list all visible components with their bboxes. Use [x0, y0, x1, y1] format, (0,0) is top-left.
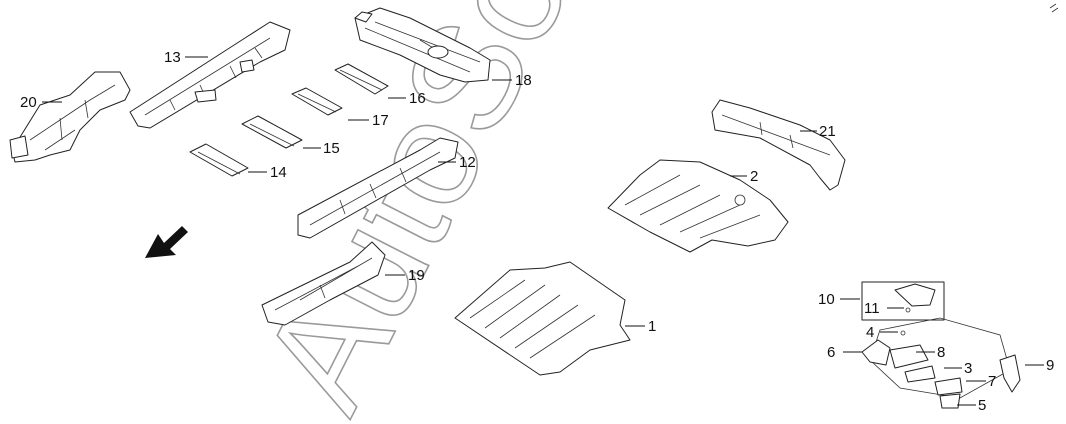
callout-20: 20 — [20, 94, 37, 111]
callout-9: 9 — [1046, 357, 1054, 374]
part-12-sill-reinforcement[interactable] — [297, 137, 459, 239]
callout-5: 5 — [978, 397, 986, 414]
callout-14: 14 — [270, 164, 287, 181]
callout-12: 12 — [459, 154, 476, 171]
corner-mark-icon — [1049, 3, 1059, 13]
part-18-rear-cross-member[interactable] — [354, 7, 491, 83]
callout-2: 2 — [750, 168, 758, 185]
part-20-front-side-member[interactable] — [9, 71, 131, 163]
part-15-cross-member[interactable] — [241, 115, 303, 149]
callout-15: 15 — [323, 140, 340, 157]
callout-19: 19 — [408, 267, 425, 284]
callout-16: 16 — [409, 90, 426, 107]
callout-4: 4 — [866, 324, 874, 341]
callout-6: 6 — [827, 344, 835, 361]
part-2-rear-floor-panel[interactable] — [607, 159, 789, 253]
callout-21: 21 — [819, 123, 836, 140]
callout-17: 17 — [372, 112, 389, 129]
callout-1: 1 — [648, 318, 656, 335]
rear-floor-small-parts[interactable] — [861, 317, 1021, 409]
group-10-box[interactable] — [861, 281, 945, 321]
part-17-cross-member[interactable] — [291, 87, 343, 116]
part-13-side-rail[interactable] — [129, 21, 291, 129]
front-direction-arrow-icon — [145, 226, 188, 258]
part-19-sill-inner[interactable] — [261, 241, 386, 326]
callout-3: 3 — [964, 360, 972, 377]
callout-8: 8 — [937, 344, 945, 361]
leader-lines — [42, 56, 1044, 406]
part-14-cross-member[interactable] — [189, 143, 249, 177]
part-21-rear-cross-member[interactable] — [711, 99, 846, 191]
callout-18: 18 — [515, 72, 532, 89]
callout-13: 13 — [164, 49, 181, 66]
callout-7: 7 — [988, 373, 996, 390]
callout-11: 11 — [864, 300, 880, 317]
part-1-front-floor-panel[interactable] — [454, 261, 631, 376]
part-16-cross-member[interactable] — [334, 63, 389, 95]
callout-10: 10 — [818, 291, 835, 308]
